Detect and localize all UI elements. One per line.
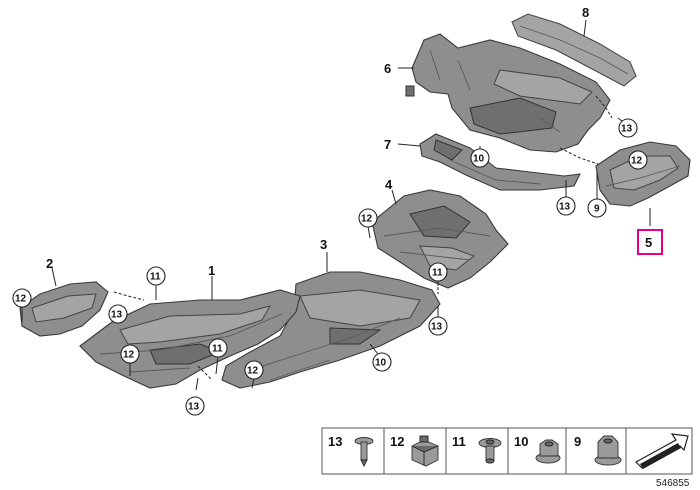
part-3-long-underbody-panel[interactable] (221, 271, 441, 389)
diagram-id: 546855 (656, 478, 690, 489)
svg-text:12: 12 (123, 350, 135, 361)
part-4-label: 4 (385, 177, 393, 192)
direction-arrow-icon (635, 433, 689, 469)
callout-12-center[interactable]: 12 (358, 208, 378, 239)
svg-text:12: 12 (247, 366, 259, 377)
part-1-label: 1 (208, 263, 215, 278)
part-2-label: 2 (46, 256, 53, 271)
legend-label-11: 11 (452, 434, 466, 449)
callout-12-front-left[interactable]: 12 (12, 288, 32, 322)
part-6-label: 6 (384, 61, 391, 76)
svg-text:10: 10 (375, 358, 387, 369)
part-6-rear-underbody-panel[interactable] (405, 33, 611, 153)
plastic-rivet-icon[interactable] (478, 438, 502, 464)
callout-10-lower[interactable]: 10 (369, 343, 392, 372)
highlight-box (637, 229, 663, 255)
legend-label-12: 12 (390, 434, 404, 449)
collar-nut-icon[interactable] (594, 435, 622, 466)
svg-text:12: 12 (361, 214, 373, 225)
callout-9-arch[interactable]: 9 (587, 172, 607, 218)
part-7-label: 7 (384, 137, 391, 152)
part-5-rear-wheel-arch-shield[interactable] (595, 141, 691, 207)
svg-text:11: 11 (212, 344, 223, 355)
part-2-front-side-panel[interactable] (19, 281, 109, 337)
clip-nut-icon[interactable] (411, 435, 439, 467)
svg-text:12: 12 (15, 294, 27, 305)
part-8-underbody-strip[interactable] (511, 13, 637, 87)
svg-text:13: 13 (559, 202, 571, 213)
callout-13-front[interactable]: 13 (108, 304, 128, 324)
callout-13-center[interactable]: 13 (428, 306, 448, 336)
svg-text:11: 11 (150, 272, 161, 283)
callout-12-arch[interactable]: 12 (628, 150, 648, 170)
callout-11-front-lower[interactable]: 11 (208, 338, 228, 375)
svg-text:13: 13 (188, 402, 200, 413)
legend-label-10: 10 (514, 434, 528, 449)
legend-label-9: 9 (574, 434, 581, 449)
callout-13-arch[interactable]: 13 (556, 180, 576, 216)
part-8-label: 8 (582, 5, 589, 20)
flange-nut-icon[interactable] (535, 439, 561, 464)
fastener-legend: 13 12 11 10 9 (321, 427, 693, 475)
callout-12-front-lower[interactable]: 12 (244, 360, 264, 389)
svg-text:13: 13 (621, 124, 633, 135)
svg-text:12: 12 (631, 156, 643, 167)
part-5-label[interactable]: 5 (645, 235, 652, 250)
svg-text:13: 13 (111, 310, 123, 321)
callout-13-rear[interactable]: 13 (617, 117, 638, 138)
part-1-front-underbody-panel[interactable] (79, 289, 301, 389)
callout-10-upper[interactable]: 10 (470, 146, 490, 168)
legend-label-13: 13 (328, 434, 342, 449)
part-3-label: 3 (320, 237, 327, 252)
svg-text:13: 13 (431, 322, 443, 333)
svg-text:11: 11 (432, 268, 443, 279)
svg-text:9: 9 (594, 204, 600, 215)
callout-11-center[interactable]: 11 (428, 262, 448, 286)
callout-12-front[interactable]: 12 (120, 344, 140, 376)
callout-13-front-lower[interactable]: 13 (185, 377, 205, 416)
svg-text:10: 10 (473, 154, 485, 165)
rivet-icon[interactable] (354, 437, 374, 468)
callout-11-front[interactable]: 11 (146, 266, 166, 300)
